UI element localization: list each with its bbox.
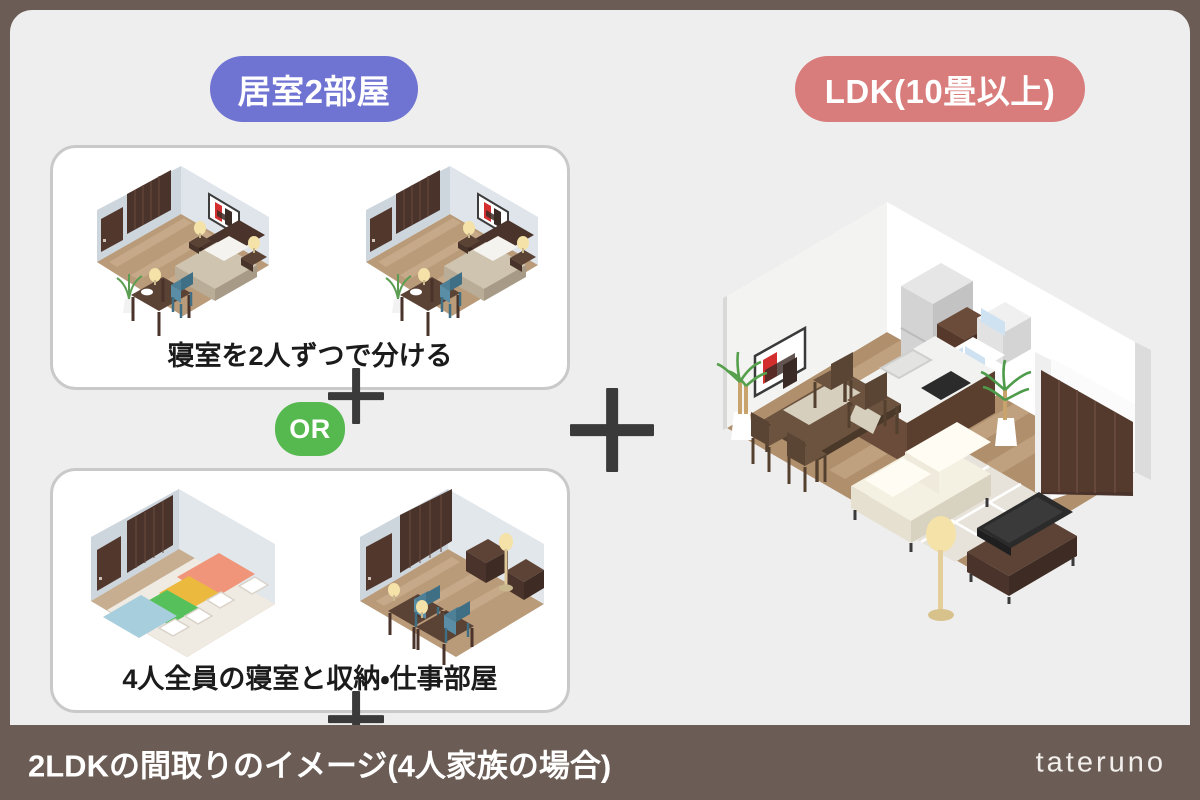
plus-icon-option-a bbox=[328, 368, 384, 424]
option-a-card: 寝室を2人ずつで分ける bbox=[50, 145, 570, 424]
plus-icon-option-b bbox=[328, 691, 384, 725]
badge-living-rooms: 居室2部屋 bbox=[210, 56, 418, 122]
footer-title: 2LDKの間取りのイメージ(4人家族の場合) bbox=[28, 748, 612, 783]
bedroom-scene-b bbox=[348, 166, 553, 341]
or-badge: OR bbox=[275, 402, 345, 456]
option-b-card: 4人全員の寝室と収納・仕事部屋 bbox=[50, 468, 570, 725]
footer-bar: 2LDKの間取りのイメージ(4人家族の場合) tateruno bbox=[0, 725, 1200, 800]
bedroom-illustration-b bbox=[366, 166, 538, 336]
futon-room-illustration bbox=[91, 489, 275, 657]
content-panel: 居室2部屋 LDK(10畳以上) bbox=[10, 10, 1190, 725]
brand-logo: tateruno bbox=[1035, 746, 1166, 778]
ldk-illustration bbox=[716, 202, 1151, 621]
plus-icon-ldk bbox=[570, 388, 654, 472]
futon-room-scene bbox=[79, 489, 284, 664]
option-b-caption: 4人全員の寝室と収納・仕事部屋 bbox=[122, 664, 498, 694]
option-a-caption: 寝室を2人ずつで分ける bbox=[167, 341, 453, 371]
badge-ldk: LDK(10畳以上) bbox=[795, 56, 1085, 122]
ldk-scene bbox=[705, 202, 1165, 621]
bedroom-scene-a bbox=[79, 166, 284, 341]
bedroom-illustration-a bbox=[97, 166, 269, 336]
work-storage-room-illustration bbox=[360, 489, 544, 665]
work-storage-room-scene bbox=[348, 489, 553, 665]
